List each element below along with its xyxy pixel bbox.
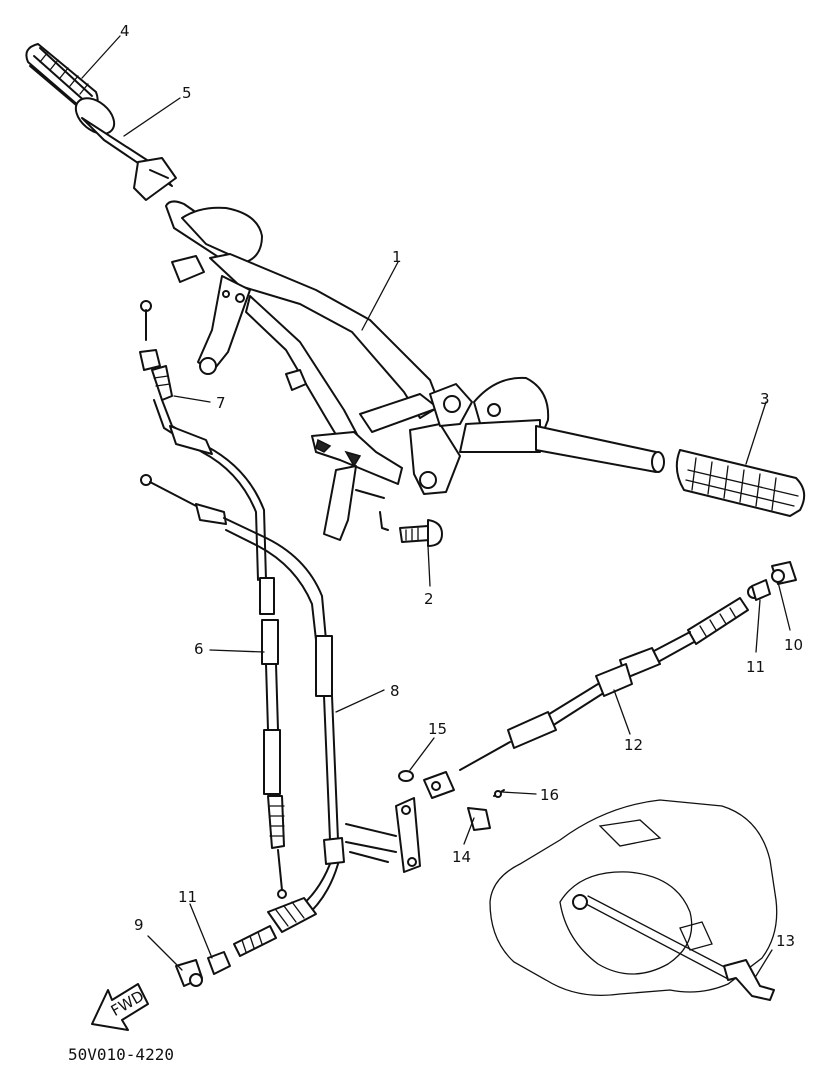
callout-5: 5	[182, 84, 192, 102]
callout-6: 6	[194, 640, 204, 658]
right-bar-end	[459, 376, 665, 473]
left-switch-housing	[165, 200, 263, 283]
callout-13: 13	[776, 932, 795, 950]
callout-15: 15	[428, 720, 447, 738]
callout-4: 4	[120, 22, 130, 40]
part-10-locknut	[771, 561, 797, 585]
part-16-clip	[493, 789, 505, 798]
part-14-pin	[423, 771, 491, 831]
callout-14: 14	[452, 848, 471, 866]
part-7-screw	[139, 300, 173, 401]
part-6-cable	[140, 399, 287, 899]
callout-1: 1	[392, 248, 402, 266]
leader-lines	[81, 35, 791, 977]
callout-9: 9	[134, 916, 144, 934]
diagram-code: 50V010-4220	[68, 1045, 174, 1064]
part-11-collar-left	[207, 951, 231, 975]
part-5-throttle-tube	[74, 97, 177, 201]
part-12-cable	[459, 585, 761, 771]
part-11-collar-right	[751, 579, 771, 601]
part-8-cable	[223, 517, 397, 957]
part-2-bolt	[399, 519, 443, 547]
part-13-bracket	[723, 959, 775, 1001]
callout-3: 3	[760, 390, 770, 408]
engine-case-outline	[489, 799, 778, 997]
lever-arm	[395, 797, 421, 873]
part-3-right-grip	[675, 449, 806, 517]
callout-10: 10	[784, 636, 803, 654]
part-1-handlebar	[197, 253, 473, 541]
callout-2: 2	[424, 590, 434, 608]
part-9-locknut	[175, 959, 203, 987]
fwd-arrow: FWD	[91, 983, 149, 1031]
part-15-washer	[398, 770, 414, 782]
callout-7: 7	[216, 394, 226, 412]
callout-labels: 4 5 1 3 7 2 6 8 10 11 12 15 16 14 11 9 1…	[120, 22, 803, 950]
callout-16: 16	[540, 786, 559, 804]
callout-11-right: 11	[746, 658, 765, 676]
callout-11-left: 11	[178, 888, 197, 906]
callout-12: 12	[624, 736, 643, 754]
callout-8: 8	[390, 682, 400, 700]
